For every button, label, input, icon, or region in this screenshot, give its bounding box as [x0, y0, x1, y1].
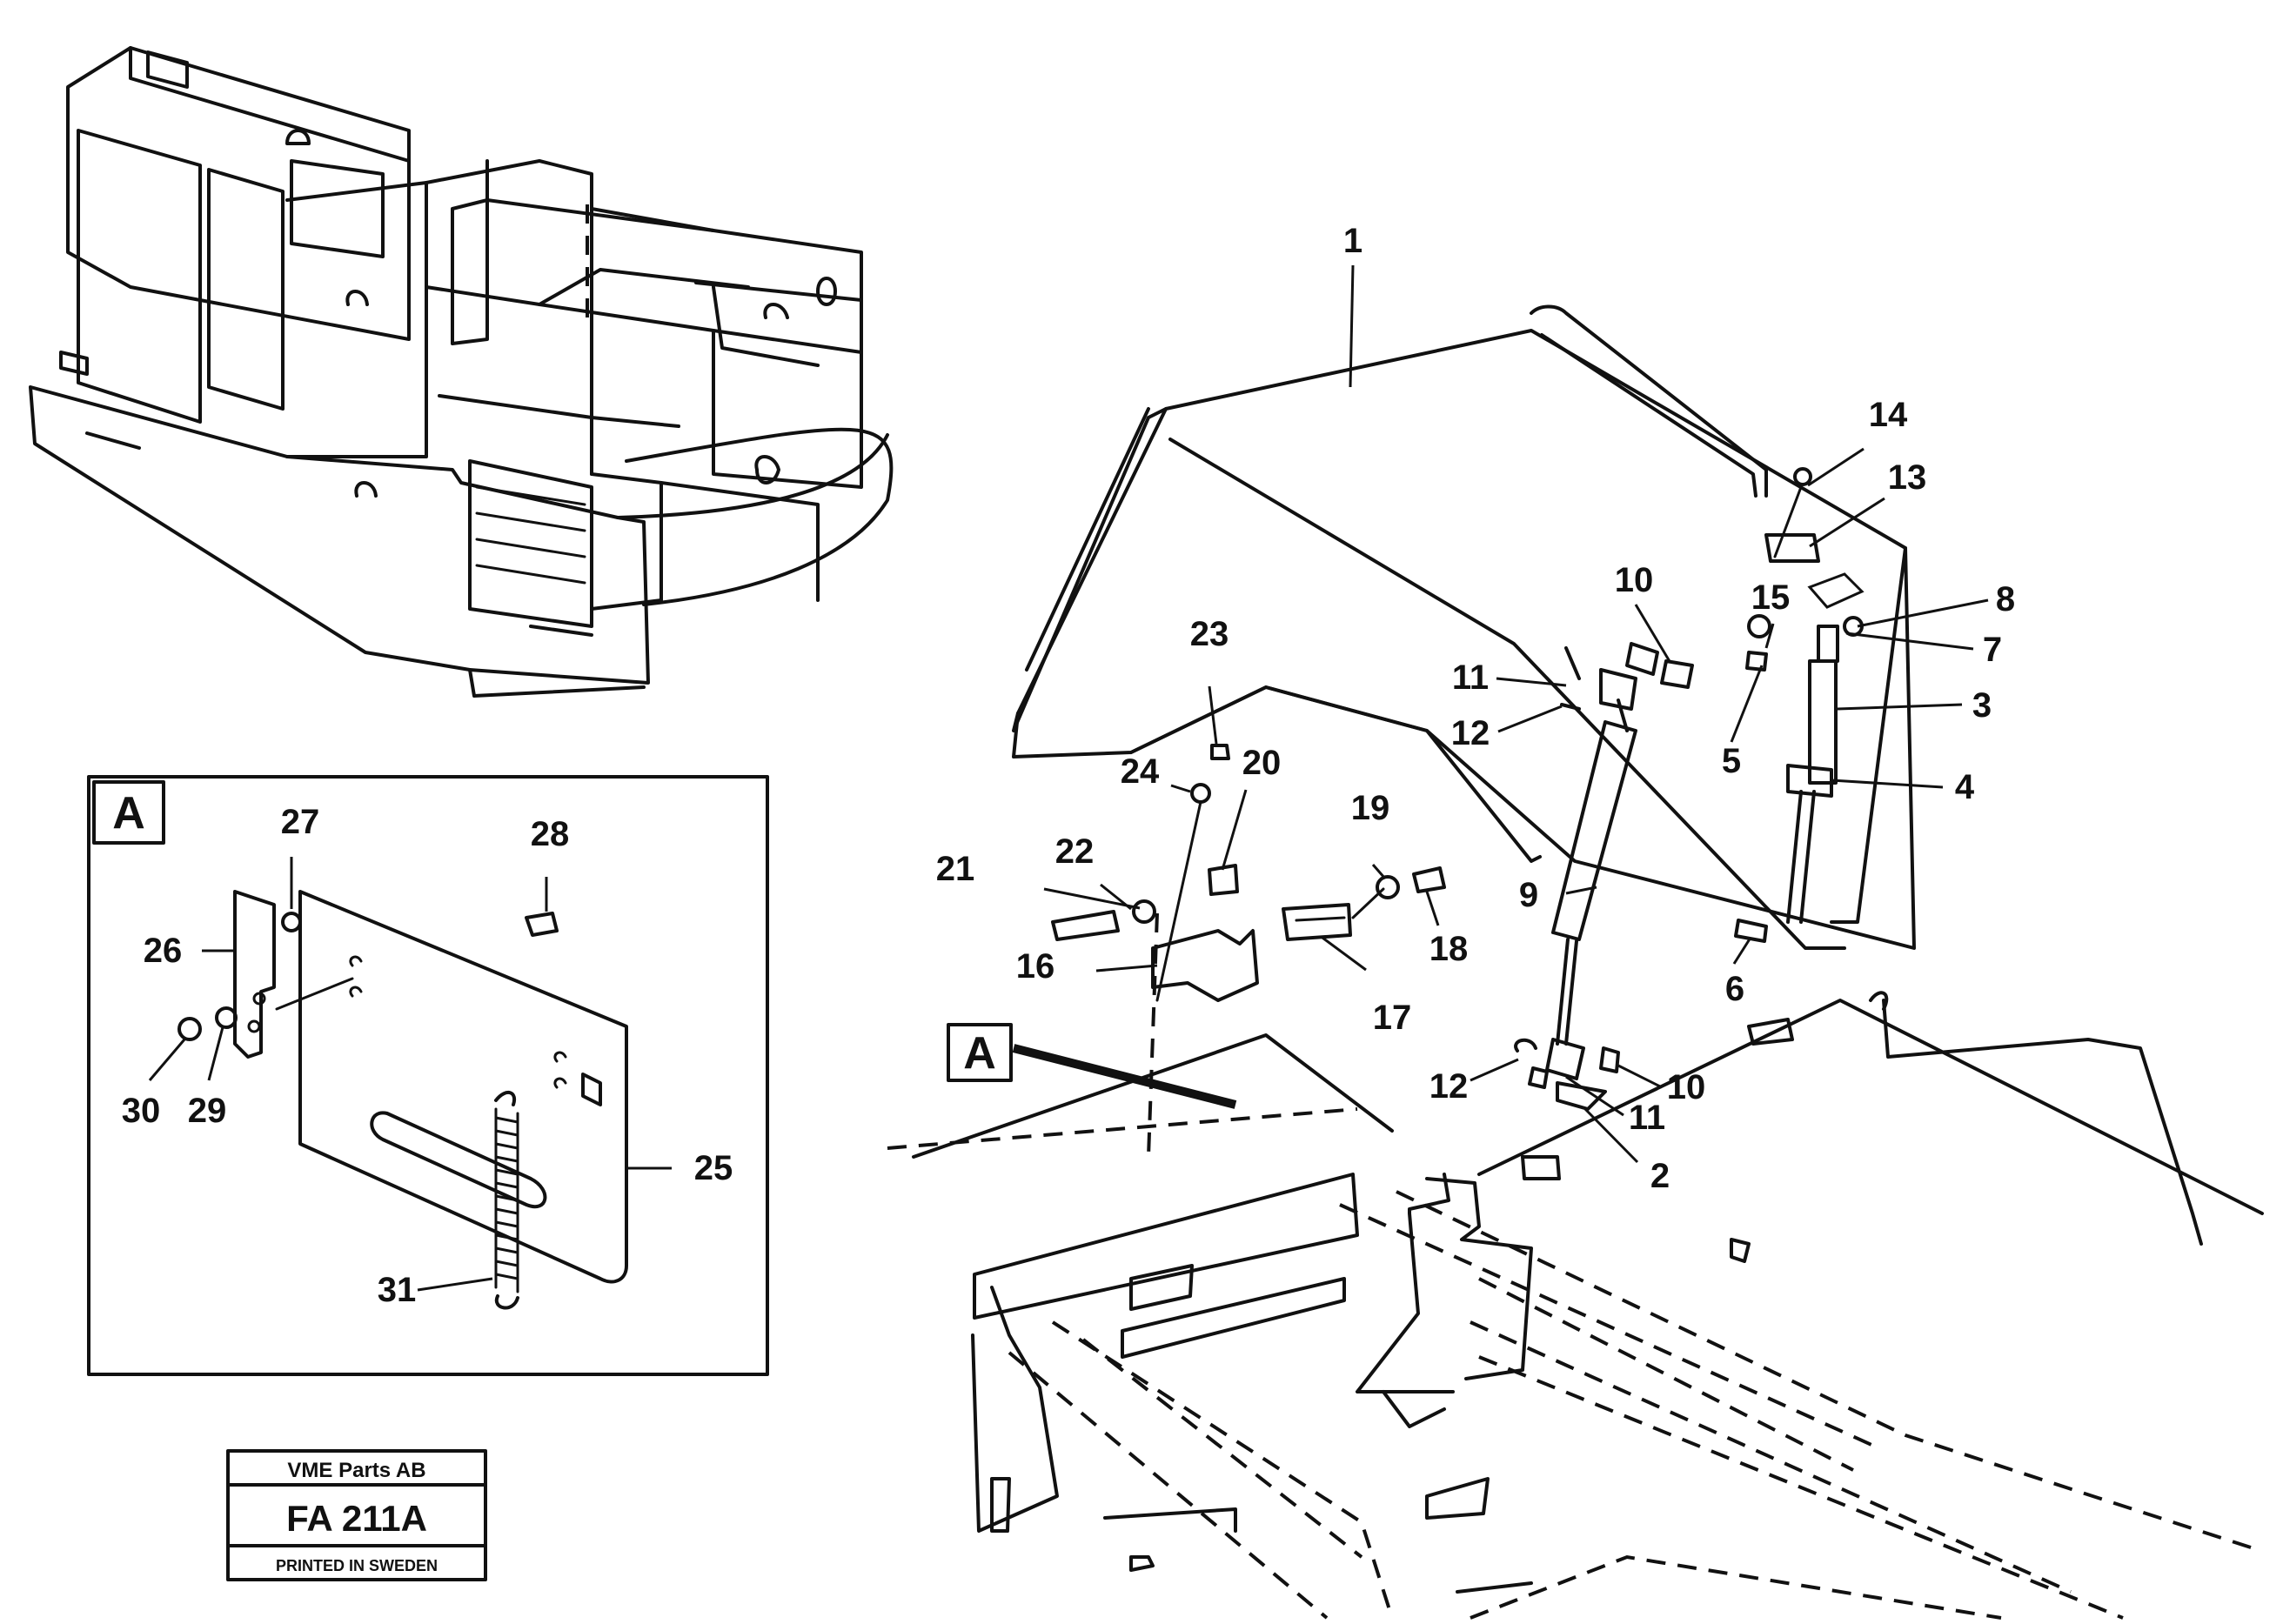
cylinder-part-4 — [1786, 764, 1833, 798]
callout-5: 5 — [1722, 742, 1741, 780]
title-block-code: FA 211A — [286, 1498, 427, 1539]
bracket-part-16 — [1151, 929, 1259, 1002]
callout-11-upper: 11 — [1452, 658, 1489, 697]
callout-12-upper: 12 — [1451, 714, 1490, 752]
spring-part-31 — [494, 1116, 519, 1280]
inset-label: A — [112, 788, 145, 839]
callout-25: 25 — [694, 1149, 733, 1187]
callout-27: 27 — [281, 803, 320, 841]
callout-8: 8 — [1996, 580, 2015, 618]
callout-24: 24 — [1121, 752, 1160, 791]
machine-overview-illustration — [29, 46, 894, 698]
callout-10-upper: 10 — [1615, 561, 1654, 599]
callout-14: 14 — [1869, 396, 1908, 434]
callout-16: 16 — [1016, 947, 1055, 986]
callout-15: 15 — [1751, 578, 1791, 617]
callout-2: 2 — [1650, 1157, 1670, 1195]
bolt-part-21 — [1051, 910, 1120, 941]
callout-19: 19 — [1351, 789, 1390, 827]
callout-4: 4 — [1955, 768, 1975, 806]
callout-30: 30 — [122, 1092, 161, 1130]
callout-12-lower: 12 — [1429, 1067, 1469, 1106]
callout-22: 22 — [1055, 832, 1095, 871]
callout-20: 20 — [1242, 744, 1282, 782]
callout-26: 26 — [144, 932, 183, 970]
callout-13: 13 — [1888, 458, 1927, 497]
callout-6: 6 — [1725, 970, 1744, 1008]
callout-10-lower: 10 — [1667, 1068, 1706, 1106]
hinge-part-26 — [233, 890, 276, 1059]
detail-view-a: A 27 28 26 30 29 25 31 — [87, 775, 769, 1376]
detail-pointer-box — [947, 1023, 1013, 1082]
callout-28: 28 — [531, 815, 570, 853]
callout-21: 21 — [936, 850, 975, 888]
callout-18: 18 — [1429, 930, 1469, 968]
inset-label-box — [92, 780, 165, 845]
callout-29: 29 — [188, 1092, 227, 1130]
detail-pointer-label: A — [963, 1028, 996, 1079]
plate-part-17 — [1282, 903, 1352, 941]
gas-strut-part-9 — [1551, 720, 1637, 941]
callout-11-lower: 11 — [1629, 1099, 1665, 1137]
title-block-company: VME Parts AB — [287, 1459, 425, 1482]
callout-31: 31 — [378, 1271, 417, 1309]
callout-23: 23 — [1190, 615, 1229, 653]
callout-1: 1 — [1343, 222, 1362, 260]
plate-part-25 — [298, 890, 628, 1284]
hood-panel-part-1 — [1012, 329, 1916, 950]
callout-9: 9 — [1519, 876, 1538, 914]
callout-3: 3 — [1972, 686, 1992, 725]
title-block: VME Parts AB FA 211A PRINTED IN SWEDEN — [226, 1449, 487, 1581]
callout-7: 7 — [1983, 631, 2002, 669]
callout-17: 17 — [1373, 999, 1412, 1037]
title-block-printed: PRINTED IN SWEDEN — [276, 1557, 438, 1574]
hood-assembly-exploded-view: A 1 14 13 10 15 8 7 3 — [887, 222, 2264, 1620]
